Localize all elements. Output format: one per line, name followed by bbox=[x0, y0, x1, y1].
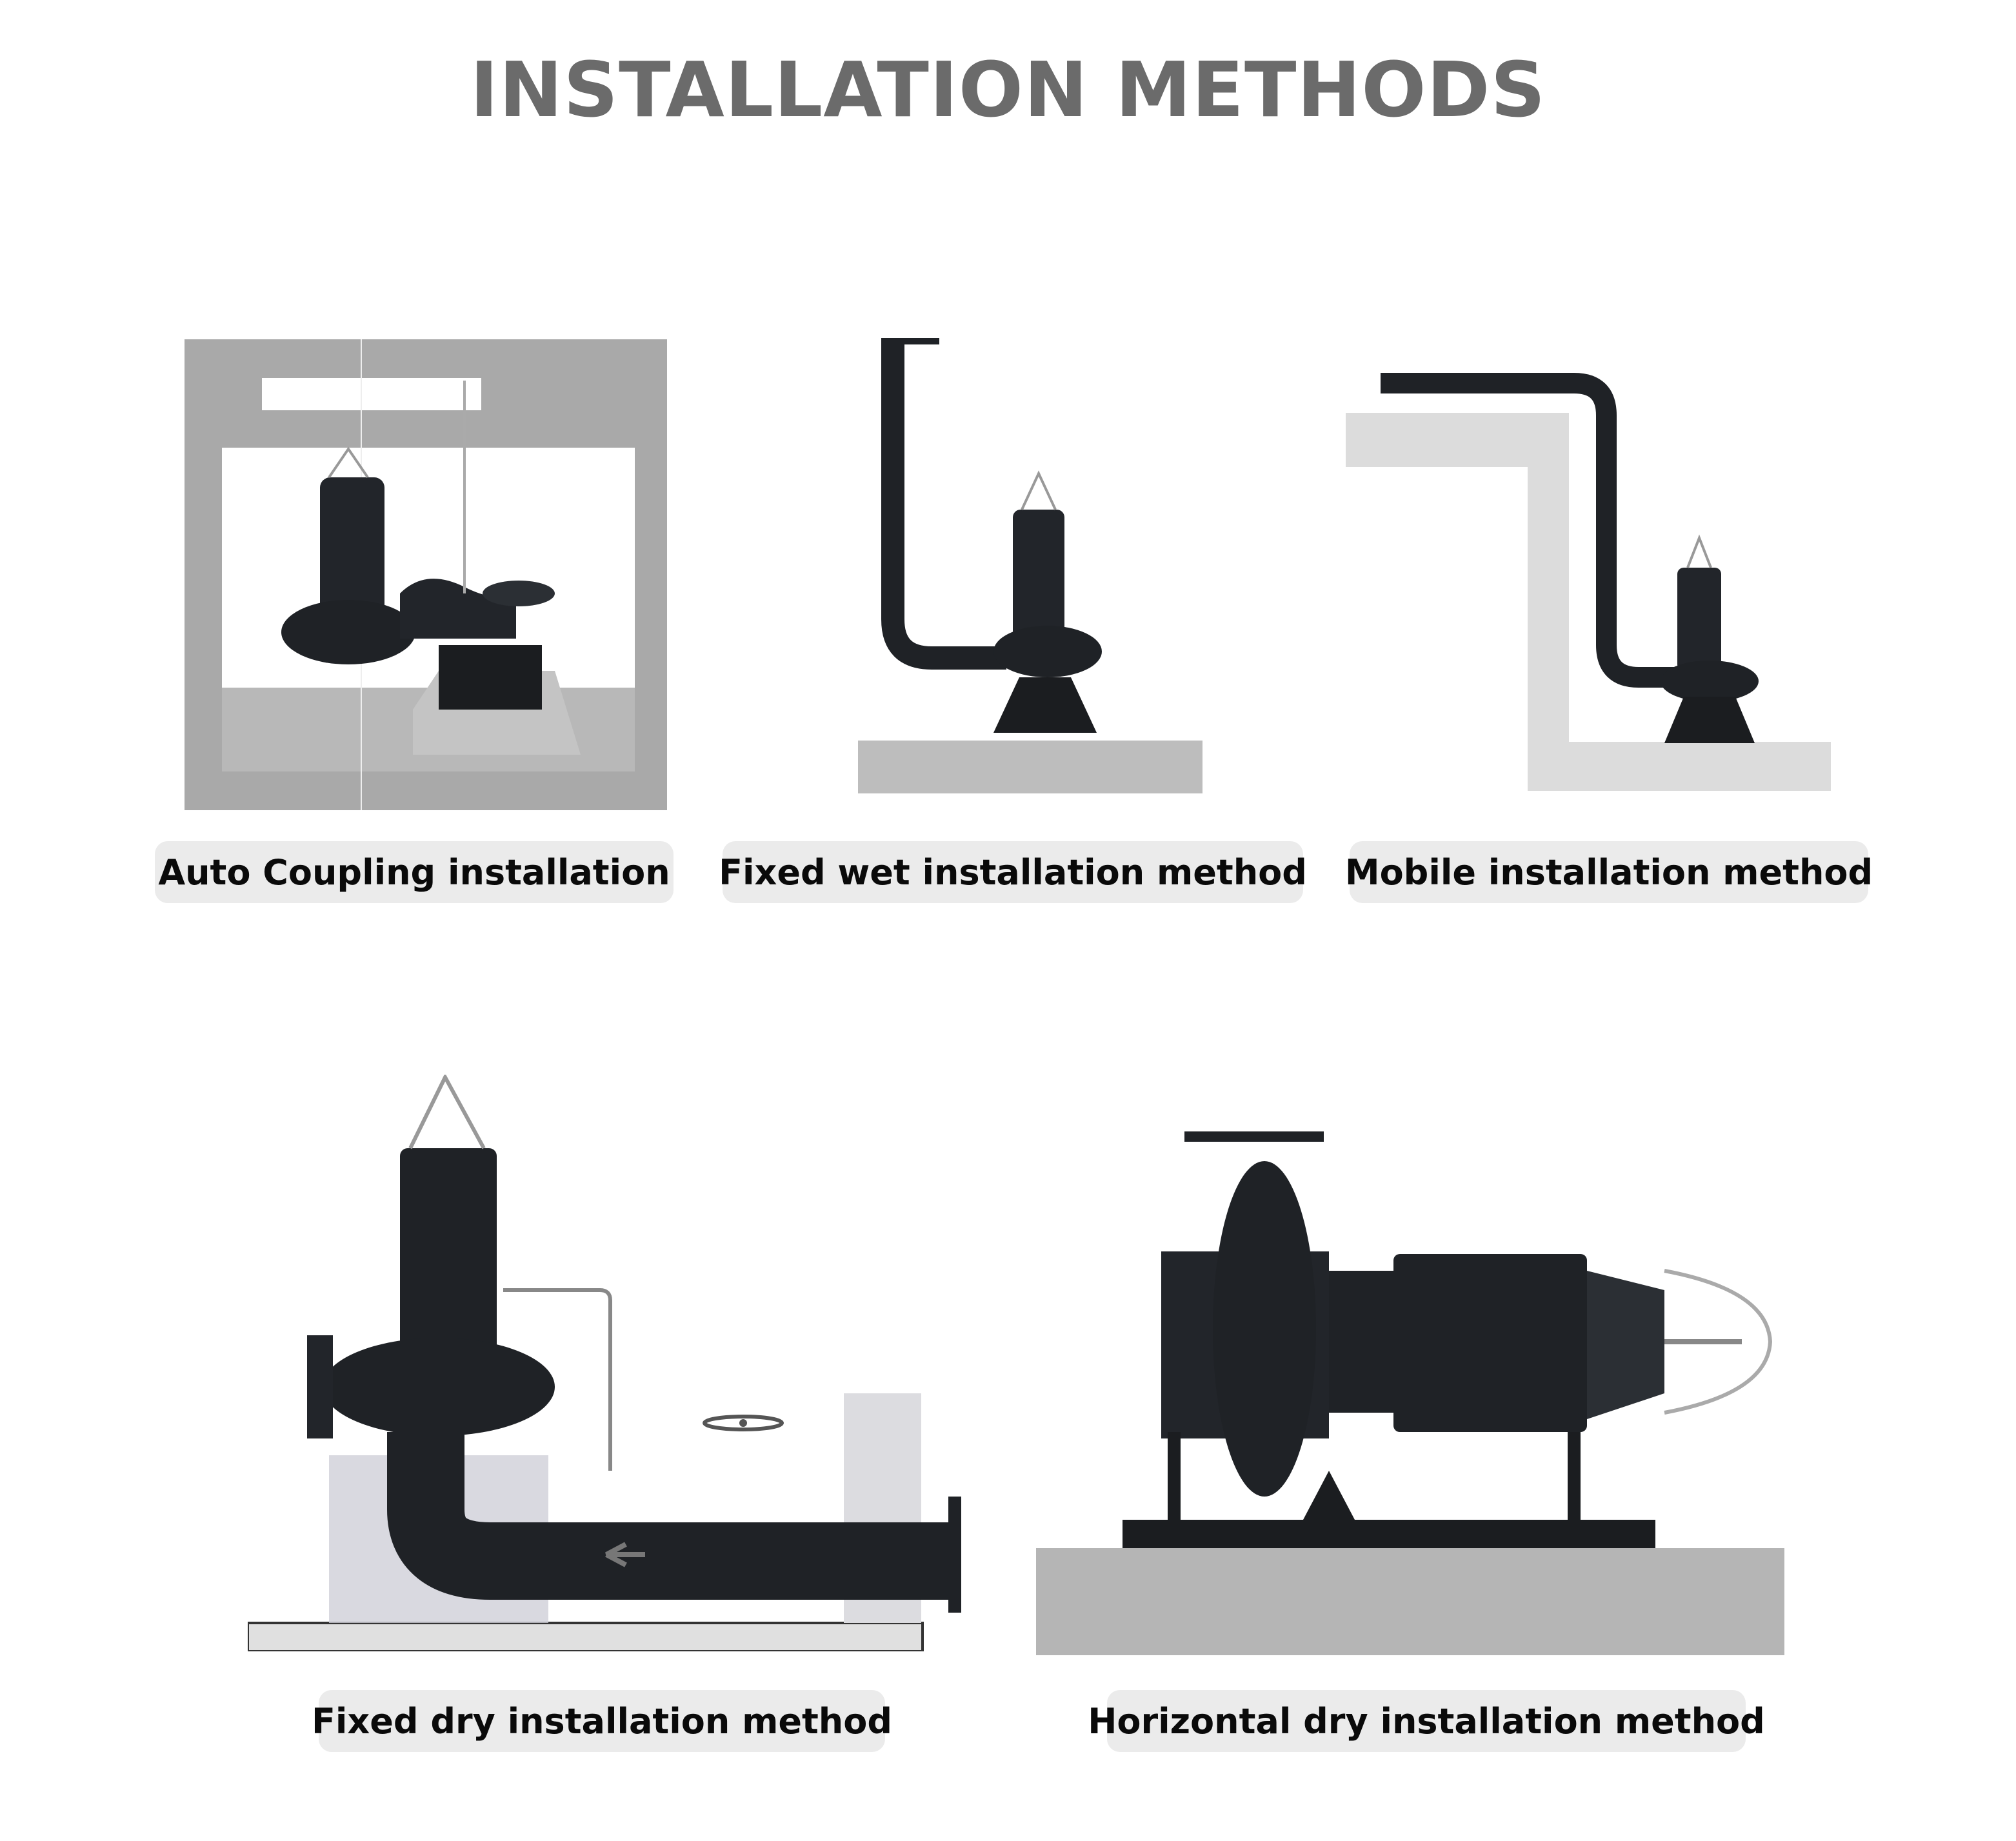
fixed-dry-illustration bbox=[248, 1075, 961, 1651]
fixed-wet-illustration bbox=[858, 338, 1203, 793]
method-label-auto-coupling: Auto Coupling installation bbox=[155, 841, 674, 903]
page-title: INSTALLATION METHODS bbox=[470, 45, 1546, 134]
auto-coupling-illustration bbox=[185, 339, 667, 810]
method-label-fixed-dry: Fixed dry installation method bbox=[312, 1690, 892, 1752]
method-label-fixed-wet: Fixed wet installation method bbox=[719, 841, 1307, 903]
mobile-illustration bbox=[1346, 373, 1831, 791]
method-label-horizontal-dry: Horizontal dry installation method bbox=[1088, 1690, 1765, 1752]
method-label-mobile: Mobile installation method bbox=[1345, 841, 1873, 903]
horizontal-dry-illustration bbox=[1036, 1131, 1784, 1655]
